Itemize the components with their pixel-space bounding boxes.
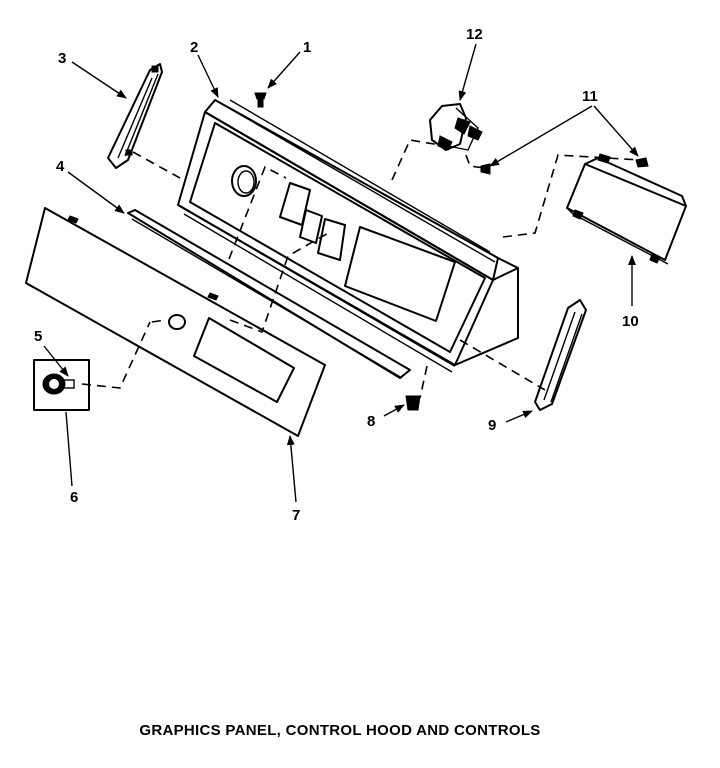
callout-8: 8	[367, 413, 375, 430]
timer-switch	[429, 103, 483, 151]
callout-7: 7	[292, 507, 300, 524]
leader-lines	[43, 43, 639, 503]
screw-11b	[635, 157, 649, 168]
assembly-lines	[81, 139, 641, 399]
graphics-panel	[25, 207, 326, 437]
control-cover	[566, 153, 687, 265]
control-hood	[177, 99, 519, 373]
callout-3: 3	[58, 50, 66, 67]
left-end-cap	[107, 63, 163, 169]
callout-10: 10	[622, 313, 639, 330]
screw-1	[254, 92, 267, 108]
callout-5: 5	[34, 328, 42, 345]
callout-11: 11	[582, 88, 598, 105]
diagram-caption: GRAPHICS PANEL, CONTROL HOOD AND CONTROL…	[139, 722, 541, 739]
callout-12: 12	[466, 26, 483, 43]
screw-8	[405, 395, 421, 411]
callout-9: 9	[488, 417, 496, 434]
callout-2: 2	[190, 39, 198, 56]
callout-6: 6	[70, 489, 78, 506]
callout-4: 4	[56, 158, 65, 175]
screw-11a	[480, 163, 491, 175]
trim-strip	[127, 209, 411, 379]
right-end-cap	[534, 299, 587, 411]
knob	[42, 373, 75, 395]
callout-1: 1	[303, 39, 311, 56]
